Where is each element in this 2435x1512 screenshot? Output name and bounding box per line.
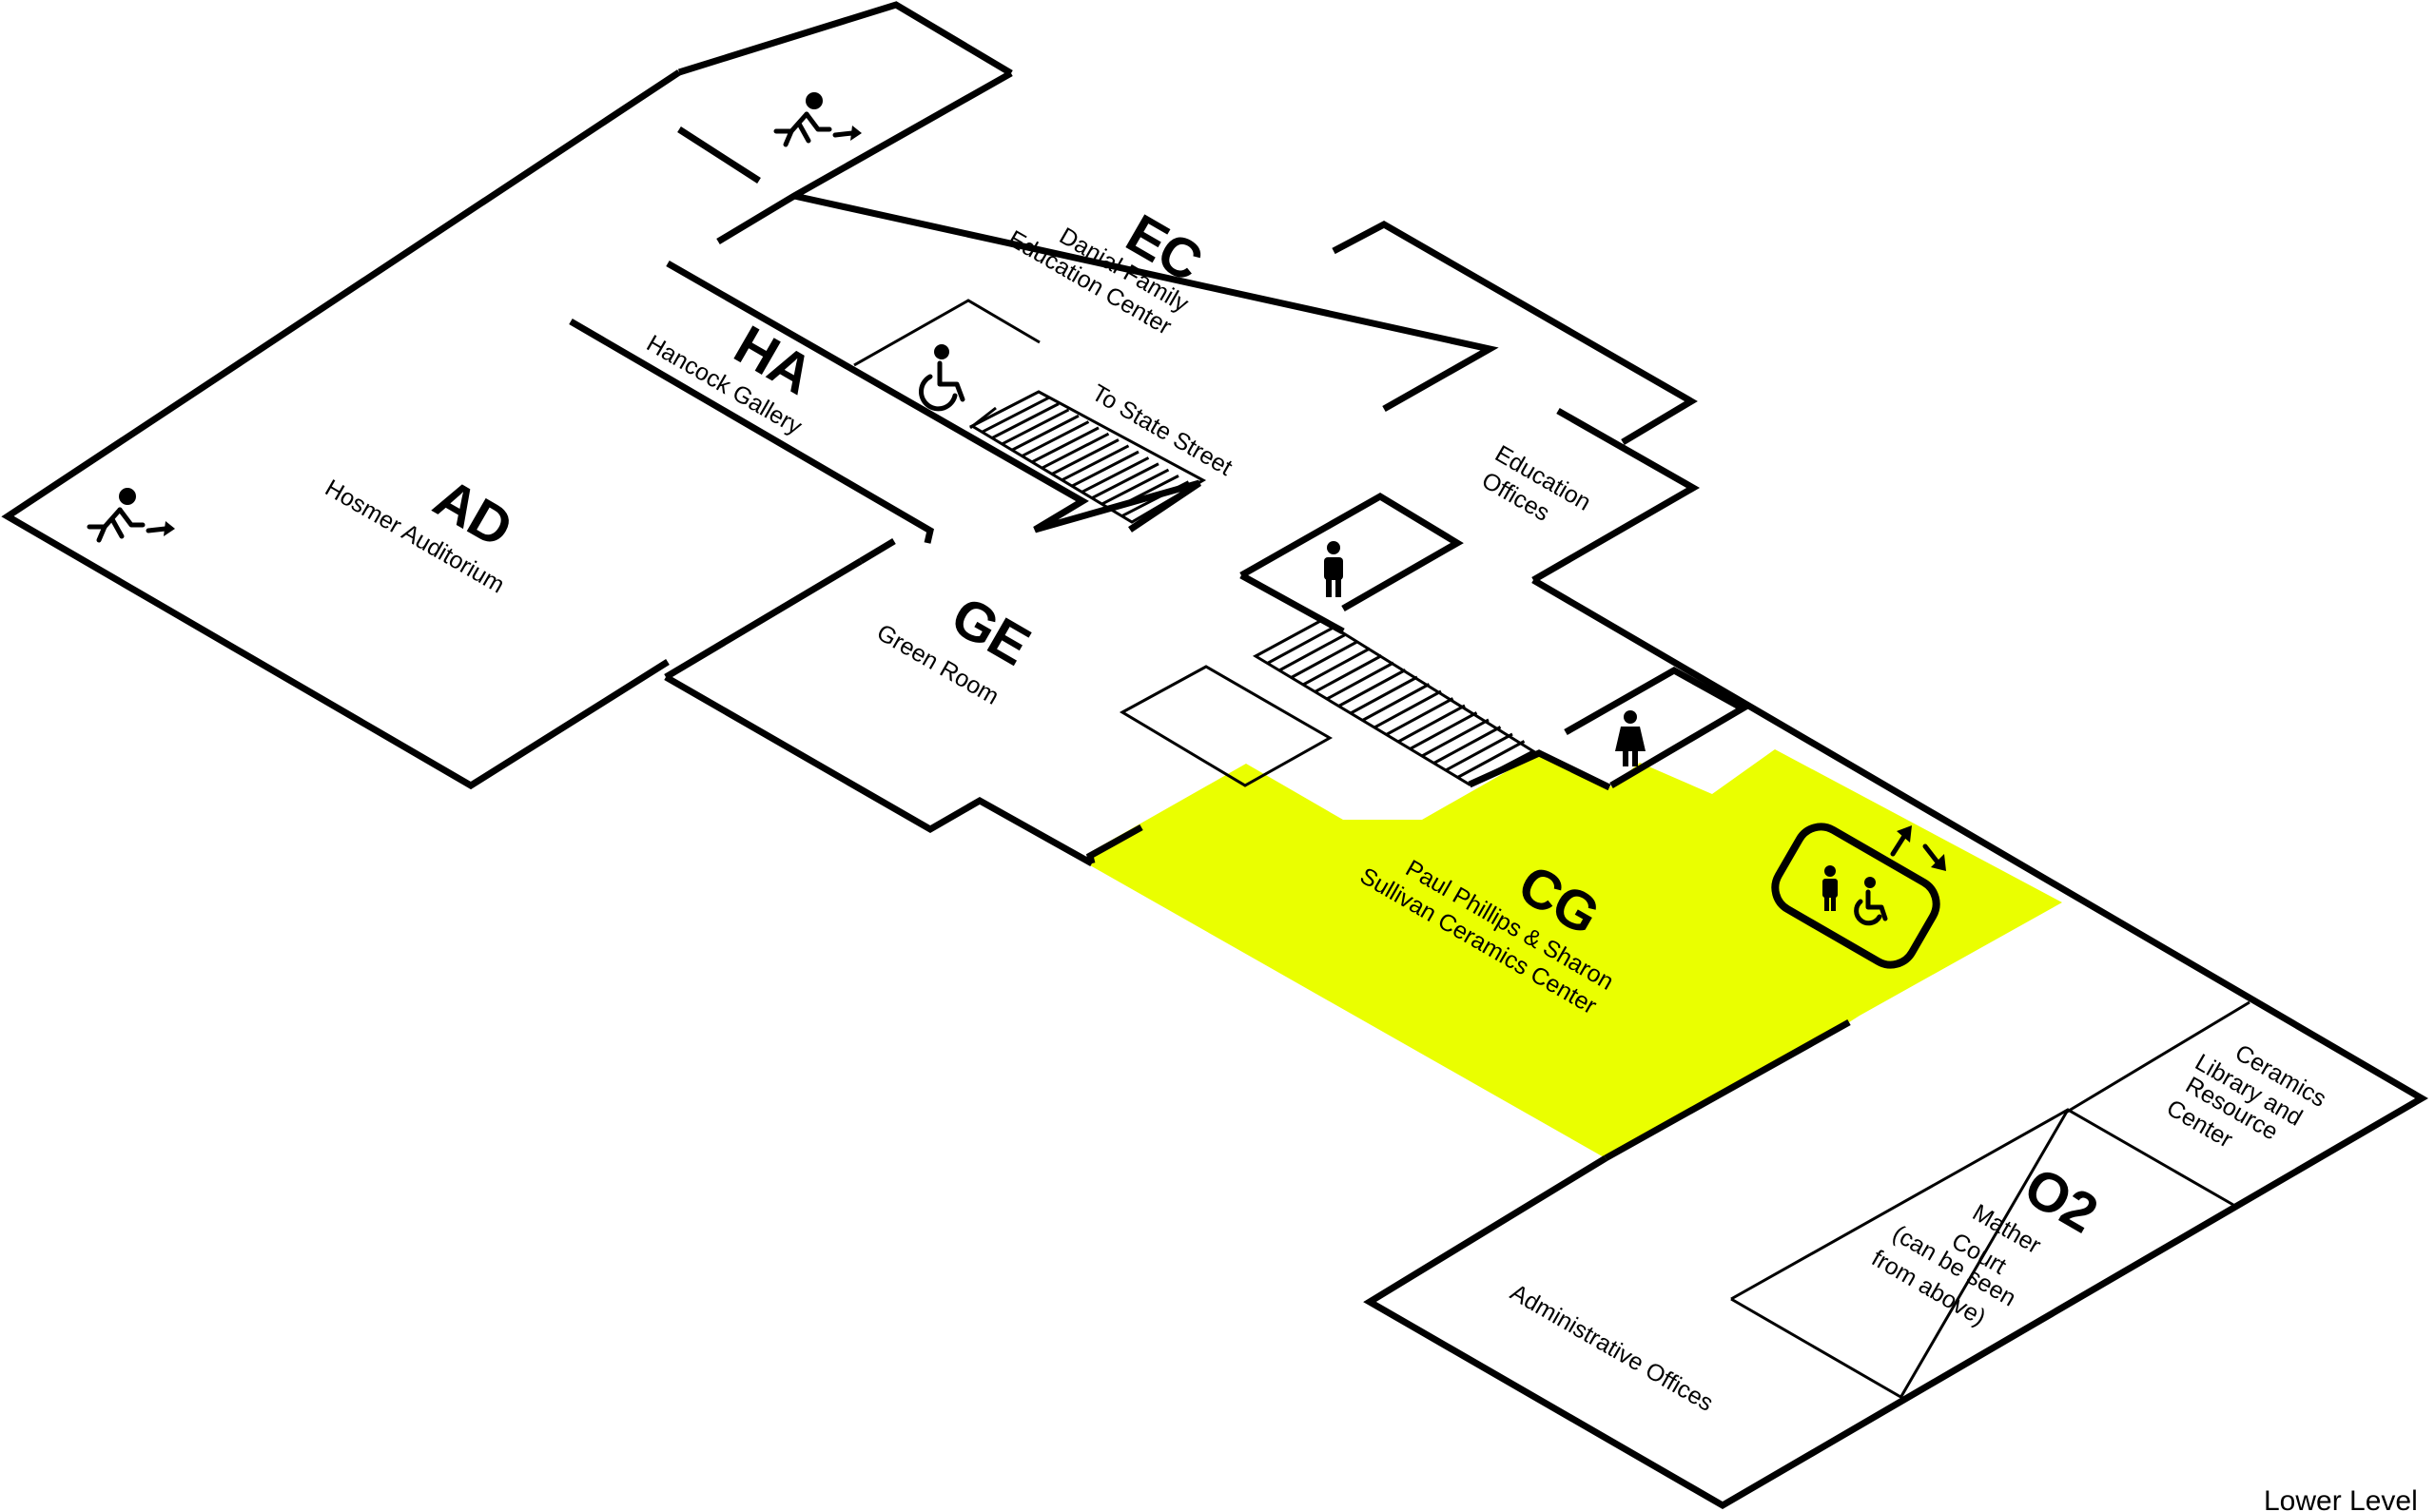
- stair-tread: [1373, 689, 1442, 729]
- stair-tread: [1409, 711, 1478, 750]
- stair-tread: [1031, 426, 1100, 464]
- stair-tread: [1326, 661, 1394, 701]
- room-ge[interactable]: GE Green Room: [872, 585, 1040, 710]
- stair-tread: [1421, 718, 1490, 758]
- education-offices-label[interactable]: Education Offices: [1477, 440, 1595, 527]
- womens-restroom-icon: [1615, 710, 1646, 766]
- room-ec[interactable]: EC Danial Family Education Center: [1003, 203, 1212, 340]
- stair-tread: [1001, 408, 1070, 446]
- wheelchair-accessible-icon: [919, 344, 965, 412]
- stair-tread: [1432, 726, 1502, 765]
- stair-tread: [1361, 683, 1431, 722]
- thin-walls: [853, 299, 2250, 1400]
- stair-tread: [1041, 432, 1110, 470]
- room-ad[interactable]: AD Hosmer Auditorium: [321, 467, 522, 599]
- stair-tread: [1397, 704, 1466, 744]
- stair-tread: [1350, 675, 1418, 715]
- mens-restroom-icon: [1324, 541, 1343, 597]
- stair-tread: [1456, 740, 1526, 779]
- stair-tread: [1266, 626, 1335, 665]
- level-label: Lower Level: [2264, 1485, 2418, 1512]
- stair-tread: [1111, 475, 1179, 512]
- stair-tread: [991, 402, 1060, 439]
- ceramics-library-label[interactable]: Ceramics Library and Resource Center: [2162, 1039, 2330, 1153]
- stair-tread: [1302, 647, 1371, 687]
- stair-tread: [1314, 654, 1383, 693]
- accessible-elevator-icon: [1771, 823, 1946, 969]
- stair-tread: [981, 396, 1050, 434]
- stair-tread: [1290, 640, 1359, 679]
- stair-tread: [1101, 468, 1170, 506]
- stair-tread: [1051, 438, 1120, 475]
- stair-tread: [1061, 444, 1130, 482]
- stair-tread: [1021, 420, 1090, 457]
- stair-tread: [1278, 632, 1347, 672]
- stair-tread: [1445, 732, 1513, 772]
- stairs-to-state-street[interactable]: [968, 390, 1207, 524]
- cg-highlight-area[interactable]: [1090, 749, 2062, 1158]
- stairs-central[interactable]: [1252, 618, 1537, 786]
- stair-tread: [1337, 669, 1407, 708]
- emergency-exit-icon: [773, 92, 862, 147]
- stair-tread: [1120, 480, 1190, 518]
- stair-tread: [1091, 462, 1159, 500]
- stair-tread: [1081, 456, 1150, 494]
- stair-tread: [1011, 414, 1080, 452]
- stair-tread: [1385, 697, 1454, 736]
- stair-tread: [1071, 450, 1140, 488]
- emergency-exit-icon: [87, 488, 175, 543]
